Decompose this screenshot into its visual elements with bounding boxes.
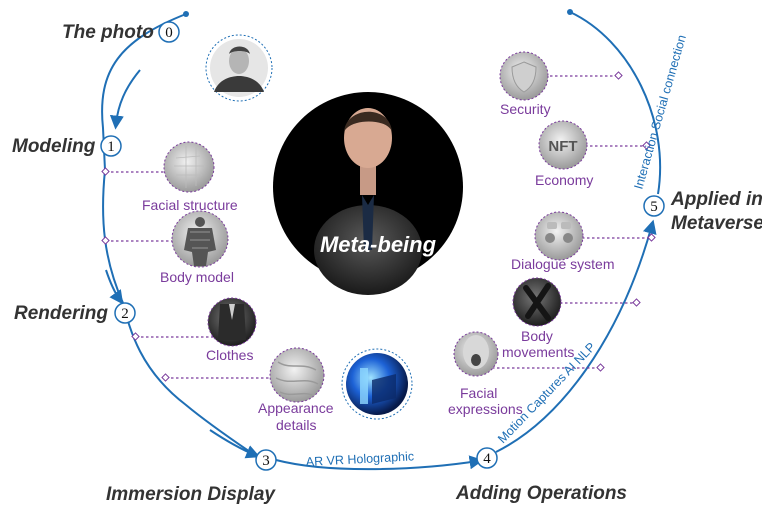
arc-right-lower: [495, 219, 657, 453]
stage-title-operations: Adding Operations: [455, 483, 627, 504]
facial-structure-label: Facial structure: [142, 197, 238, 213]
arc-nodes: [101, 71, 656, 382]
facial-expressions-label-line2: expressions: [448, 401, 523, 417]
body-movements-icon: [512, 277, 562, 327]
dialogue-label: Dialogue system: [511, 256, 615, 272]
arc-start-dot: [183, 11, 189, 17]
body-model-icon: [171, 210, 229, 268]
facial-expressions-label-line1: Facial: [460, 385, 497, 401]
arc-bottom: [275, 455, 484, 471]
body-movements-label-line1: Body: [521, 328, 553, 344]
stage-number-text: 1: [107, 139, 115, 155]
node-diamond: [161, 373, 170, 382]
node-diamond: [101, 236, 110, 245]
economy-label: Economy: [535, 172, 593, 188]
meta-being-portrait: [273, 92, 463, 295]
clothes-label: Clothes: [206, 347, 253, 363]
facial-structure-icon: [163, 141, 215, 193]
stage-title-rendering: Rendering: [14, 303, 108, 324]
stage-number-text: 4: [483, 451, 491, 467]
photo-thumbnail: [205, 34, 273, 102]
node-diamond: [647, 233, 656, 242]
nft-icon-text: NFT: [548, 138, 577, 155]
stage-number-text: 2: [121, 306, 129, 322]
stage-number-4: 4: [476, 447, 498, 469]
dialogue-system-icon: [534, 211, 584, 261]
facial-expressions-icon: [453, 331, 499, 377]
display-tech-label: AR VR Holographic: [305, 449, 414, 469]
appearance-details-icon: [269, 347, 325, 403]
stage-number-text: 0: [165, 25, 173, 41]
stage-number-text: 5: [650, 199, 658, 215]
stage-number-3: 3: [255, 449, 277, 471]
arc-left-mid-arrow: [105, 269, 124, 305]
arc-end-dot: [567, 9, 573, 15]
stage-number-1: 1: [100, 135, 122, 157]
node-diamond: [614, 71, 623, 80]
holographic-display-icon: [341, 348, 413, 420]
stage-title-photo: The photo: [62, 22, 154, 43]
appearance-label-line2: details: [276, 417, 316, 433]
node-diamond: [642, 141, 651, 150]
nft-icon: NFT: [538, 120, 588, 170]
body-model-label: Body model: [160, 269, 234, 285]
stage-number-text: 3: [262, 453, 270, 469]
stage-title-applied: Applied in: [670, 189, 762, 210]
node-diamond: [131, 332, 140, 341]
stage-number-5: 5: [643, 195, 665, 217]
body-movements-label-line2: movements: [502, 344, 574, 360]
security-icon: [499, 51, 549, 101]
stage-title-metaverse: Metaverse: [671, 213, 762, 234]
arc-left-top-arrow: [109, 69, 141, 130]
node-diamond: [596, 363, 605, 372]
stage-number-0: 0: [158, 21, 180, 43]
node-diamond: [632, 298, 641, 307]
stage-title-modeling: Modeling: [12, 136, 96, 157]
appearance-label-line1: Appearance: [258, 400, 334, 416]
meta-being-label: Meta-being: [320, 232, 437, 257]
clothes-icon: [207, 297, 257, 347]
arc-bottom-left-arrow: [209, 429, 261, 459]
stage-number-2: 2: [114, 302, 136, 324]
arc-right-upper: [569, 11, 662, 195]
security-label: Security: [500, 101, 551, 117]
stage-title-immersion: Immersion Display: [106, 484, 276, 505]
node-diamond: [101, 167, 110, 176]
